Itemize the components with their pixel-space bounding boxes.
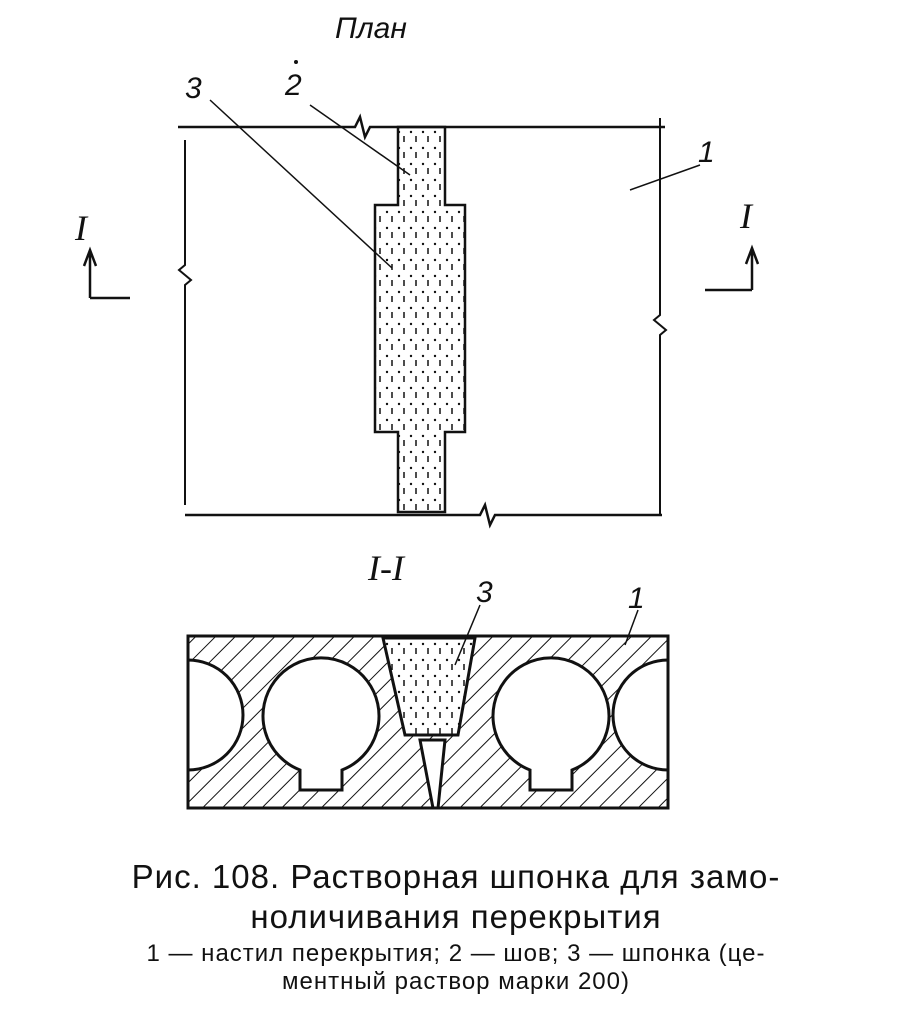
leader-3: [209, 99, 393, 269]
label-1: 1: [698, 136, 715, 169]
section-mark-right: I: [739, 196, 754, 236]
mortar-key-plan: [373, 125, 467, 514]
caption-legend-line1: 1 — настил перекрытия; 2 — шов; 3 — шпон…: [146, 940, 766, 967]
label-3: 3: [185, 72, 202, 105]
plan-title: План: [335, 12, 407, 45]
label-2-dot: [294, 60, 298, 64]
section-mark-left: I: [74, 208, 89, 248]
void-left: [261, 656, 381, 792]
void-right: [491, 656, 611, 792]
section-title: I-I: [367, 548, 406, 588]
plan-right-edge: [652, 118, 668, 515]
leader-2: [309, 104, 411, 176]
plan-bottom-edge: [185, 501, 662, 529]
section-arrow-left-icon: [82, 246, 130, 300]
section-arrow-right-icon: [705, 244, 760, 292]
leader-section-1: [624, 609, 639, 646]
caption-title-line1: Рис. 108. Растворная шпонка для замо-: [131, 858, 781, 895]
section-view: I-I 3 1: [186, 548, 670, 810]
caption-title-line2: ноличивания перекрытия: [250, 898, 662, 935]
caption-legend-line2: ментный раствор марки 200): [281, 968, 630, 995]
section-label-1: 1: [628, 582, 645, 615]
plan-view: План 3 2 1 I I: [74, 12, 760, 529]
mortar-key-fill: [383, 638, 475, 735]
leader-1: [629, 164, 701, 191]
section-label-3: 3: [476, 576, 493, 609]
plan-left-edge: [177, 140, 193, 505]
leader-section-3: [454, 604, 481, 666]
label-2: 2: [284, 69, 302, 102]
